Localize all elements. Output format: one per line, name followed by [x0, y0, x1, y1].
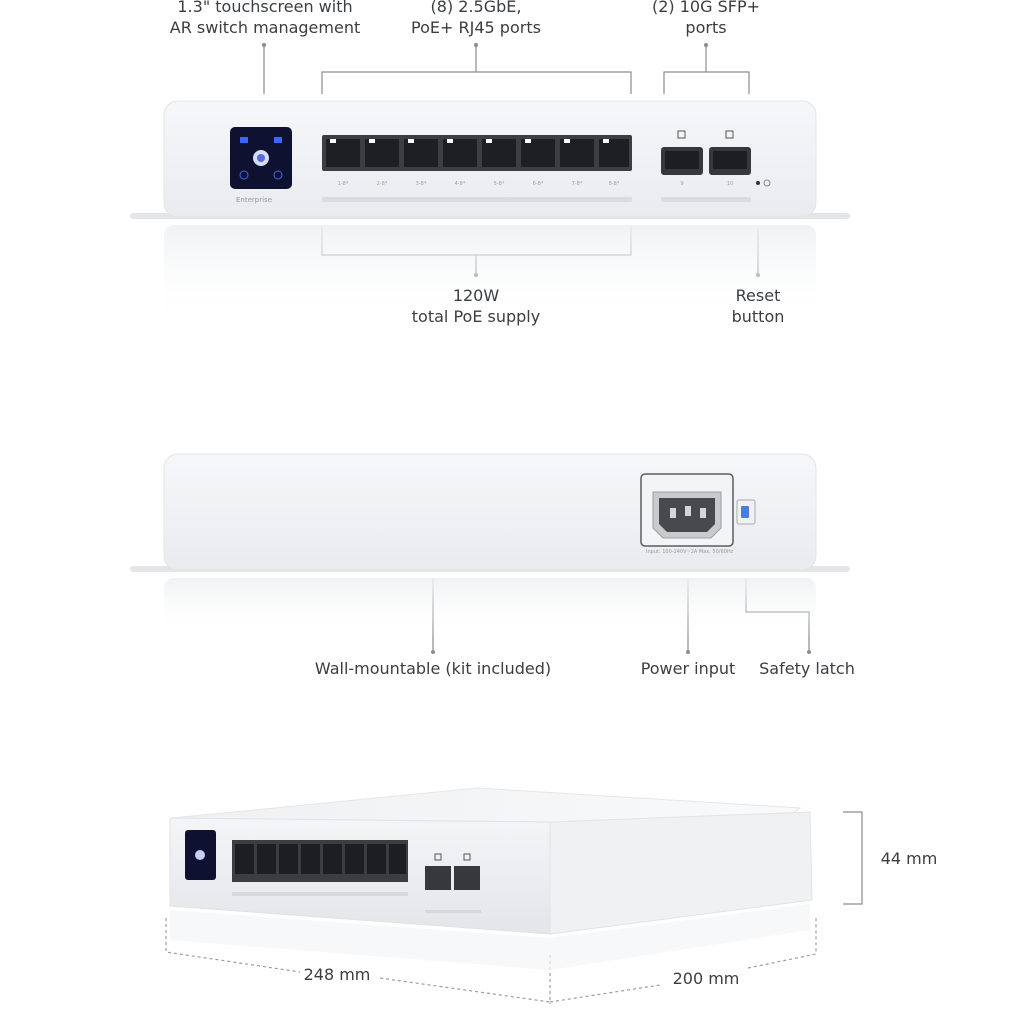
angled-rj45-ports — [232, 840, 408, 882]
reset-label: Reset button — [718, 285, 798, 327]
rj45-bracket — [321, 71, 632, 94]
port-label: 8-8* — [609, 181, 620, 187]
sfp-port-label: 9 — [680, 181, 683, 187]
port-label: 7-8* — [572, 181, 583, 187]
safety-latch-label: Safety latch — [759, 659, 855, 678]
switch-front-view: 1-8* 2-8* 3-8* 4-8* 5-8* 6-8* 7-8* 8-8* 9 10 — [130, 100, 850, 325]
width-dimension-label: 248 mm — [303, 965, 371, 984]
sfp-label: (2) 10G SFP+ ports — [640, 0, 772, 38]
sfp-ports — [661, 130, 751, 175]
safety-latch — [736, 499, 756, 525]
sfp-port-label: 10 — [727, 181, 733, 187]
depth-dimension-line — [549, 984, 661, 1003]
rj45-label-line2: PoE+ RJ45 ports — [411, 18, 541, 37]
sfp-label-line2: ports — [685, 18, 727, 37]
switch-rear-view — [130, 453, 850, 638]
poe-supply-label-line1: 120W — [452, 286, 500, 305]
height-dimension-label: 44 mm — [880, 849, 938, 868]
port-label: 4-8* — [455, 181, 466, 187]
power-rating-text: Input: 100-240V~2A Max. 50/60Hz — [646, 549, 734, 555]
rj45-label: (8) 2.5GbE, PoE+ RJ45 ports — [390, 0, 562, 38]
port-label: 5-8* — [494, 181, 505, 187]
sfp-label-line1: (2) 10G SFP+ — [651, 0, 760, 16]
sfp-bracket — [663, 71, 750, 94]
port-label: 2-8* — [377, 181, 388, 187]
poe-supply-label-line2: total PoE supply — [411, 307, 541, 326]
wall-mount-label: Wall-mountable (kit included) — [314, 659, 552, 678]
touchscreen-label-line1: 1.3" touchscreen with — [177, 0, 353, 16]
rj45-label-line1: (8) 2.5GbE, — [430, 0, 522, 16]
switch-angled-view — [169, 787, 813, 970]
port-label: 3-8* — [416, 181, 427, 187]
touchscreen-label: 1.3" touchscreen with AR switch manageme… — [160, 0, 370, 38]
rj45-ports — [322, 135, 632, 171]
height-dimension-line — [843, 811, 863, 905]
reset-label-line1: Reset — [735, 286, 781, 305]
power-inlet — [640, 473, 734, 547]
port-label: 6-8* — [533, 181, 544, 187]
power-input-label: Power input — [640, 659, 736, 678]
port-label: 1-8* — [338, 181, 349, 187]
poe-supply-label: 120W total PoE supply — [396, 285, 556, 327]
touchscreen-label-line2: AR switch management — [169, 18, 361, 37]
depth-dimension-label: 200 mm — [672, 969, 740, 988]
brand-badge: Enterprise — [236, 196, 273, 204]
reset-label-line2: button — [731, 307, 785, 326]
